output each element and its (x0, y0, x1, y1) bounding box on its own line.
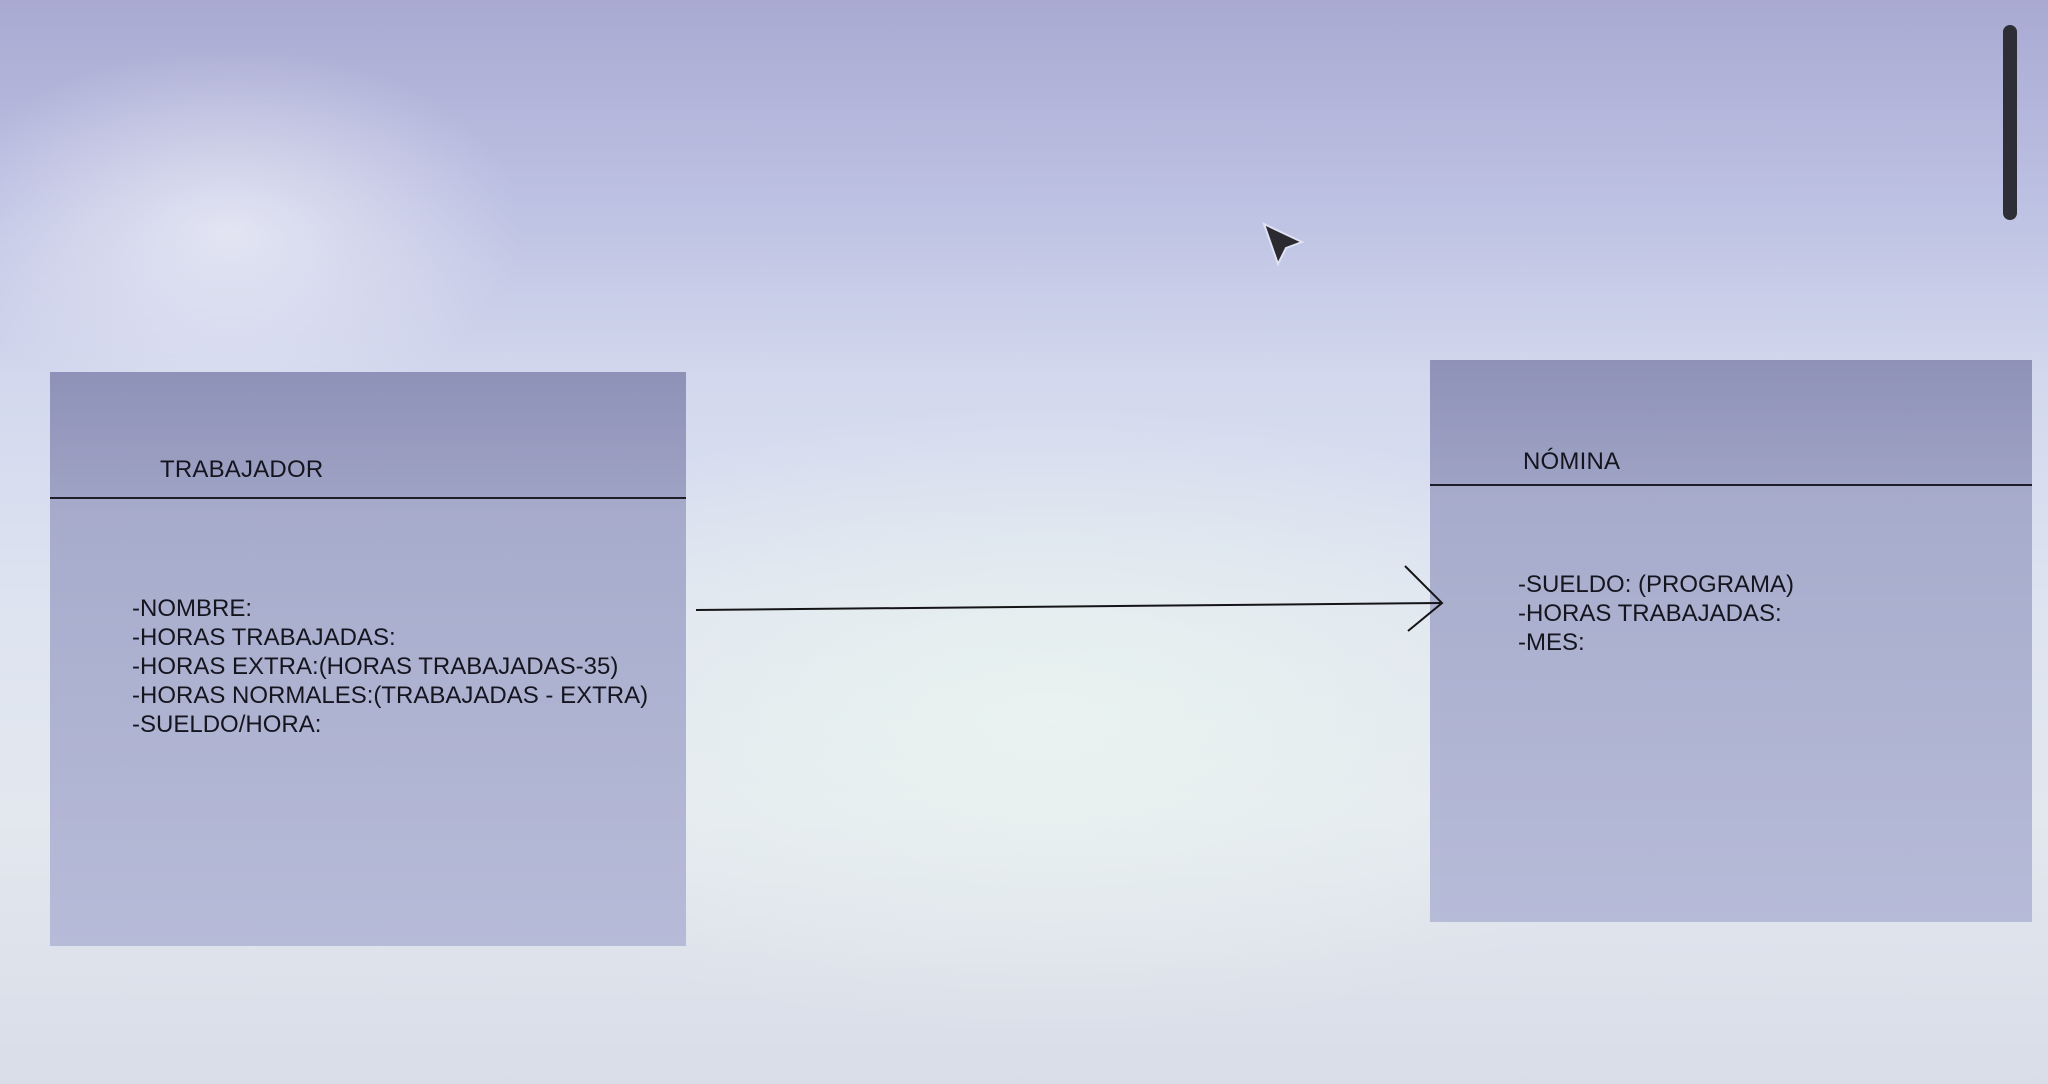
mouse-pointer-icon (1262, 222, 1305, 267)
attribute-item: -SUELDO: (PROGRAMA) (1518, 571, 1795, 598)
class-title-trabajador: TRABAJADOR (160, 456, 324, 483)
attribute-list-trabajador: -NOMBRE: -HORAS TRABAJADAS: -HORAS EXTRA… (132, 594, 648, 739)
class-header-trabajador: TRABAJADOR (50, 372, 686, 499)
association-line (695, 602, 1443, 611)
attribute-item: -HORAS TRABAJADAS: (1518, 600, 1782, 627)
class-title-nomina: NÓMINA (1523, 448, 1621, 475)
attribute-list-nomina: -SUELDO: (PROGRAMA) -HORAS TRABAJADAS: -… (1518, 570, 1794, 657)
class-box-trabajador[interactable]: TRABAJADOR -NOMBRE: -HORAS TRABAJADAS: -… (50, 372, 686, 946)
attribute-item: -HORAS TRABAJADAS: (132, 624, 396, 651)
attribute-item: -MES: (1518, 629, 1585, 656)
attribute-item: -SUELDO/HORA: (132, 711, 322, 738)
class-header-nomina: NÓMINA (1430, 360, 2032, 486)
attribute-item: -HORAS EXTRA:(HORAS TRABAJADAS-35) (132, 653, 619, 680)
arrowhead-icon (1404, 565, 1444, 632)
class-box-nomina[interactable]: NÓMINA -SUELDO: (PROGRAMA) -HORAS TRABAJ… (1430, 360, 2032, 922)
scrollbar-thumb[interactable] (2003, 25, 2017, 220)
attribute-item: -NOMBRE: (132, 595, 252, 622)
attribute-item: -HORAS NORMALES:(TRABAJADAS - EXTRA) (132, 682, 649, 709)
